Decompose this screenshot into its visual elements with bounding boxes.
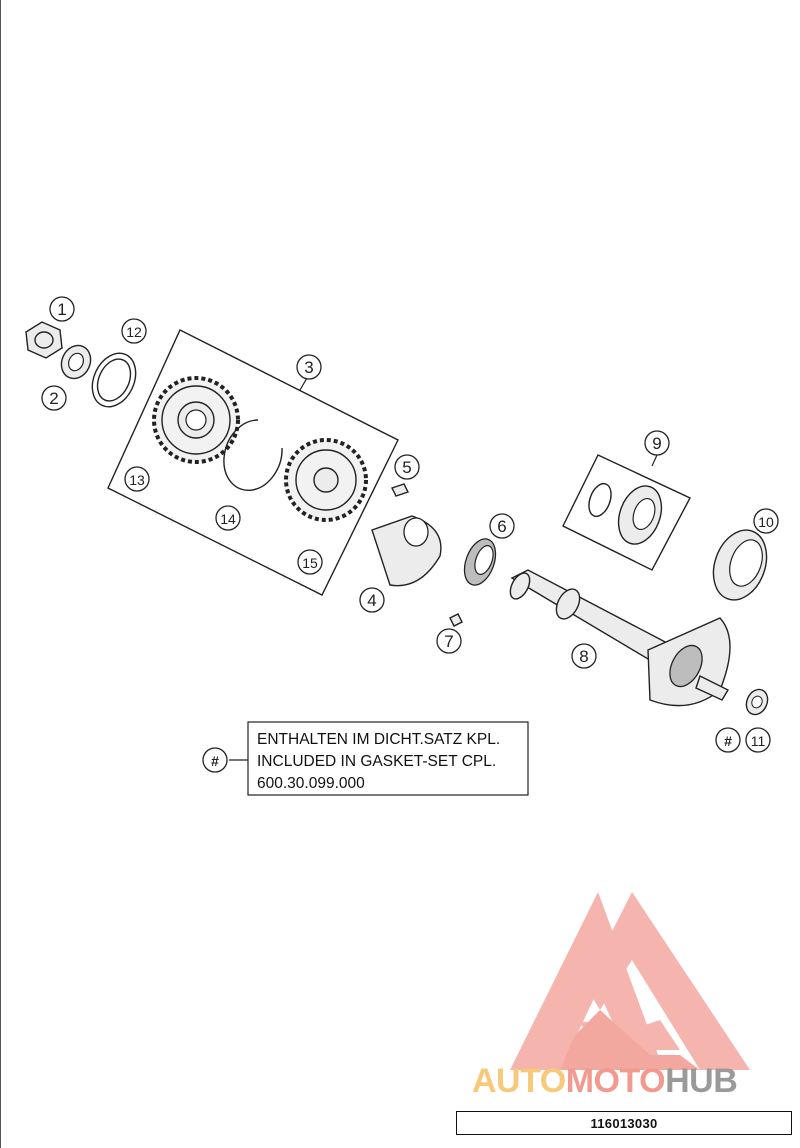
callout-12: 12: [121, 318, 147, 344]
callout-10: 10: [753, 508, 779, 534]
bush-part: [745, 688, 769, 716]
svg-text:7: 7: [444, 632, 453, 651]
group-box-bearing: [562, 454, 691, 571]
snap-ring-part: [223, 419, 283, 492]
callout-hash-note: #: [202, 747, 228, 773]
watermark-logo: [510, 892, 750, 1070]
key-7-part: [449, 613, 463, 627]
callout-15: 15: [297, 549, 323, 575]
callout-8: 8: [571, 643, 597, 669]
figure-code-box: 116013030: [456, 1111, 792, 1135]
svg-text:6: 6: [497, 517, 506, 536]
gasket-set-note: ENTHALTEN IM DICHT.SATZ KPL. INCLUDED IN…: [247, 721, 529, 796]
callout-6: 6: [489, 513, 515, 539]
svg-text:3: 3: [304, 358, 313, 377]
svg-text:1: 1: [57, 300, 66, 319]
needle-bearing-part: [463, 538, 497, 586]
svg-text:4: 4: [367, 591, 376, 610]
watermark-brand-moto: MOTO: [565, 1062, 666, 1100]
note-line-english: INCLUDED IN GASKET-SET CPL.: [257, 753, 496, 770]
balancer-shaft-part: [509, 569, 731, 707]
callout-3: 3: [296, 354, 322, 380]
callout-1: 1: [49, 296, 75, 322]
ball-bearing-part: [588, 482, 663, 545]
watermark-brand-text: AUTOMOTOHUB: [472, 1062, 738, 1101]
watermark-brand-hub: HUB: [665, 1062, 738, 1100]
callout-7: 7: [436, 628, 462, 654]
roller-bearing-part: [712, 529, 768, 601]
leader-lines: [229, 377, 658, 761]
counterweight-part: [371, 515, 442, 587]
callout-hash-part: #: [715, 727, 741, 753]
callout-4: 4: [359, 587, 385, 613]
svg-text:15: 15: [302, 555, 318, 571]
svg-text:10: 10: [758, 514, 774, 530]
group-box-gears: [107, 329, 399, 596]
callout-2: 2: [41, 385, 67, 411]
figure-code: 116013030: [590, 1115, 658, 1131]
svg-text:2: 2: [49, 389, 58, 408]
note-line-part-number: 600.30.099.000: [257, 775, 365, 792]
callout-13: 13: [124, 466, 150, 492]
svg-text:13: 13: [129, 472, 145, 488]
gear-15-part: [284, 438, 368, 522]
callout-11: 11: [745, 727, 771, 753]
svg-text:14: 14: [220, 511, 236, 527]
note-line-german: ENTHALTEN IM DICHT.SATZ KPL.: [257, 731, 500, 748]
watermark-brand-auto: AUTO: [472, 1062, 566, 1100]
page-left-border: [0, 0, 1, 1148]
gear-13-part: [152, 376, 240, 464]
svg-text:11: 11: [751, 733, 766, 749]
svg-text:12: 12: [126, 324, 142, 340]
svg-text:9: 9: [652, 434, 661, 453]
callout-9: 9: [644, 430, 670, 456]
washer-part: [60, 344, 92, 380]
svg-text:#: #: [211, 753, 219, 769]
callout-14: 14: [215, 505, 241, 531]
shim-ring-part: [91, 352, 137, 408]
svg-text:#: #: [724, 733, 732, 749]
svg-text:5: 5: [402, 458, 411, 477]
callout-5: 5: [394, 454, 420, 480]
key-5-part: [391, 483, 409, 497]
svg-text:8: 8: [579, 647, 588, 666]
hex-nut-part: [25, 321, 63, 359]
